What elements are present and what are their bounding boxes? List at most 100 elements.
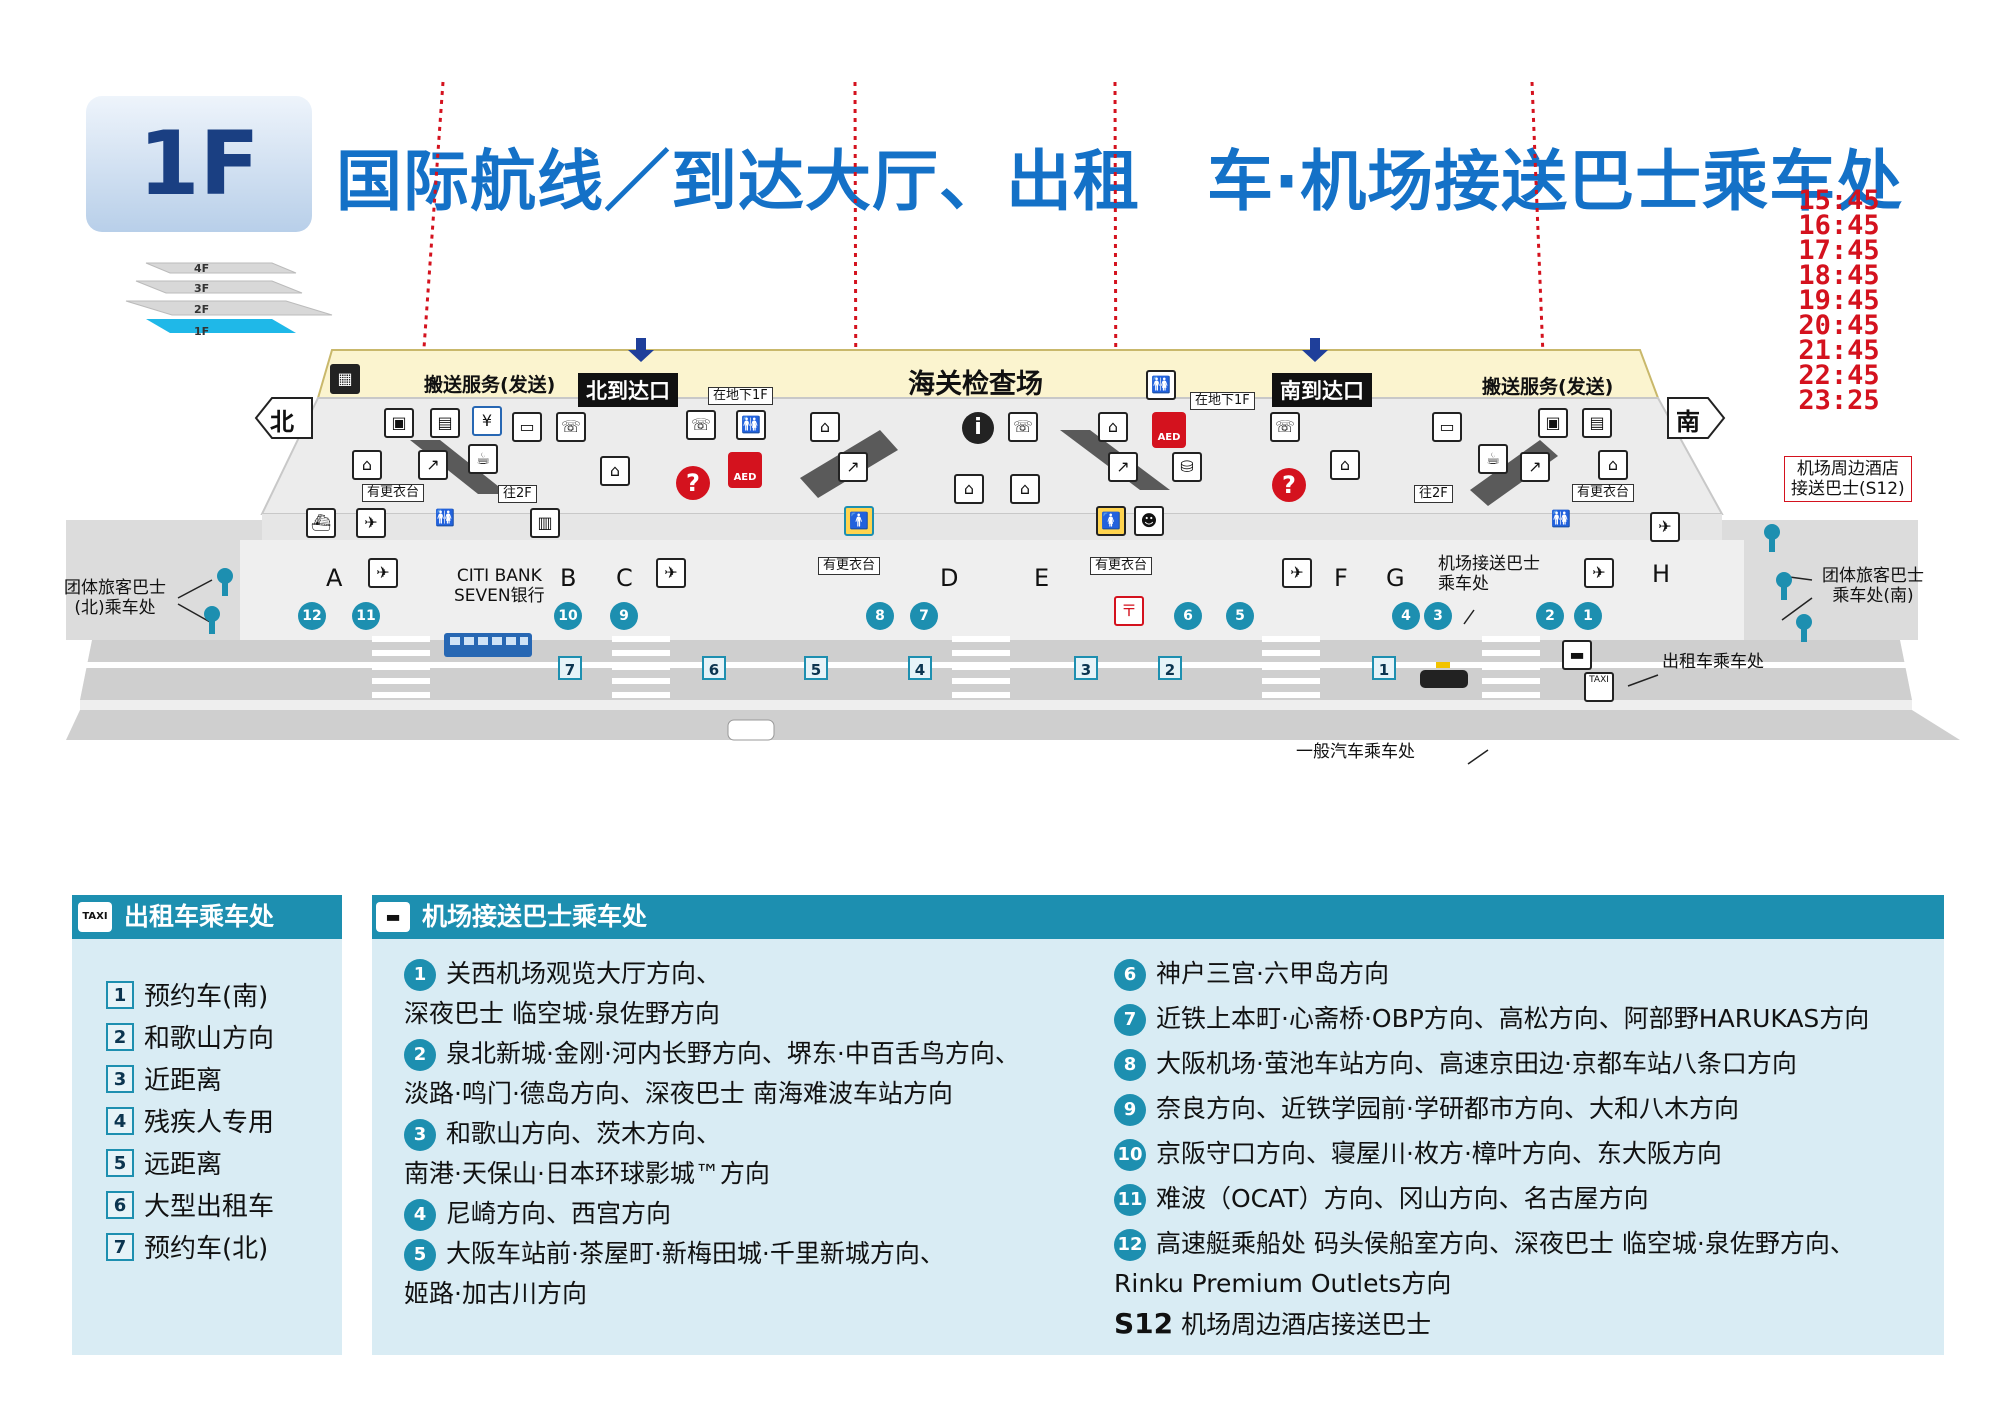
bus-legend-title: 机场接送巴士乘车处 bbox=[422, 902, 648, 931]
bus-legend-num: 9 bbox=[1114, 1094, 1146, 1126]
bus-legend-text: 神户三宫·六甲岛方向 bbox=[1156, 959, 1389, 988]
taxi-spot-6: 6 bbox=[702, 656, 726, 680]
taxi-legend-num: 5 bbox=[106, 1148, 134, 1177]
nursing-icon: ☻ bbox=[1134, 506, 1164, 536]
bus-legend-num: 2 bbox=[404, 1039, 436, 1071]
phone-icon-2: ☏ bbox=[686, 410, 716, 440]
bus-legend-num: 7 bbox=[1114, 1004, 1146, 1036]
taxi-legend-num: 7 bbox=[106, 1232, 134, 1261]
bus-stop-8: 8 bbox=[866, 602, 894, 630]
taxi-legend-item: 1 预约车(南) bbox=[106, 976, 268, 1018]
ship-icon: ⛴ bbox=[306, 508, 336, 538]
taxi-legend-label: 预约车(南) bbox=[144, 982, 269, 1012]
postbox-icon: 〒 bbox=[1114, 596, 1144, 626]
bus-stop-6: 6 bbox=[1174, 602, 1202, 630]
aed-icon: AED bbox=[728, 452, 762, 488]
departure-icon-2: ✈ bbox=[368, 558, 398, 588]
taxi-legend-num: 1 bbox=[106, 980, 134, 1009]
door-c: C bbox=[616, 564, 633, 592]
b1f-tag-south: 在地下1F bbox=[1190, 392, 1255, 410]
restroom-icon-4: 🚺 bbox=[1096, 506, 1126, 536]
bus-icon: ▬ bbox=[1562, 640, 1592, 670]
escalator-icon-4: ↗ bbox=[1520, 452, 1550, 482]
escalator-icon-3: ↗ bbox=[1108, 452, 1138, 482]
door-g: G bbox=[1386, 564, 1405, 592]
time-7: 21:45 bbox=[1798, 335, 1880, 366]
bus-legend-header bbox=[372, 895, 1944, 939]
door-a: A bbox=[326, 564, 343, 592]
shop-icon-1: ⌂ bbox=[352, 450, 382, 480]
taxi-spot-5: 5 bbox=[804, 656, 828, 680]
time-9: 23:25 bbox=[1798, 385, 1880, 416]
hotel-bus-label: 机场周边酒店 接送巴士(S12) bbox=[1784, 456, 1912, 502]
level-1f: 1F bbox=[194, 325, 210, 338]
bus-legend-num: 10 bbox=[1114, 1139, 1146, 1171]
bus-stop-1: 1 bbox=[1574, 602, 1602, 630]
bus-legend-panel bbox=[372, 895, 1944, 1355]
level-3f: 3F bbox=[194, 282, 210, 295]
shop-icon-5: ⌂ bbox=[1330, 450, 1360, 480]
taxi-icon: TAXI bbox=[1584, 672, 1614, 702]
taxi-spot-1: 1 bbox=[1372, 656, 1396, 680]
time-4: 18:45 bbox=[1798, 260, 1880, 291]
time-2: 16:45 bbox=[1798, 210, 1880, 241]
bus-legend-num: 3 bbox=[404, 1119, 436, 1151]
bus-legend-text: 京阪守口方向、寝屋川·枚方·樟叶方向、东大阪方向 bbox=[1156, 1139, 1722, 1168]
schedule-times: 15:45 16:45 17:45 18:45 19:45 20:45 21:4… bbox=[1784, 187, 1894, 416]
changing-table-3: 有更衣台 bbox=[1090, 557, 1153, 575]
bus-legend-num: 4 bbox=[404, 1199, 436, 1231]
restroom-icon-5: 🚻 bbox=[1146, 370, 1176, 400]
door-e: E bbox=[1034, 564, 1050, 592]
north-label: 北 bbox=[270, 408, 294, 436]
taxi-legend-header bbox=[72, 895, 342, 939]
changing-table-4: 有更衣台 bbox=[1572, 484, 1635, 502]
bus-legend-icon: ▬ bbox=[376, 902, 410, 932]
restroom-icon-6: 🚻 bbox=[1551, 509, 1571, 528]
changing-table-2: 有更衣台 bbox=[818, 557, 881, 575]
bus-stop-11: 11 bbox=[352, 602, 380, 630]
bus-legend-text-cont: 深夜巴士 临空城·泉佐野方向 bbox=[404, 999, 720, 1028]
group-bus-south-label: 团体旅客巴士 乘车处(南) bbox=[1822, 566, 1924, 606]
bus-stop-9: 9 bbox=[610, 602, 638, 630]
restroom-icon-2: 🚻 bbox=[736, 410, 766, 440]
baggage-icon: ▣ bbox=[384, 408, 414, 438]
taxi-spot-7: 7 bbox=[558, 656, 582, 680]
time-3: 17:45 bbox=[1798, 235, 1880, 266]
escalator-icon-2: ↗ bbox=[838, 452, 868, 482]
coin-locker-icon: ▦ bbox=[330, 364, 360, 394]
taxi-legend-label: 预约车(北) bbox=[144, 1234, 269, 1264]
bus-legend-text-cont: 南港·天保山·日本环球影城™方向 bbox=[404, 1159, 770, 1188]
computer-icon-2: ▭ bbox=[1432, 412, 1462, 442]
shop-icon-6: ⌂ bbox=[1598, 450, 1628, 480]
s12-label: 机场周边酒店接送巴士 bbox=[1181, 1310, 1432, 1339]
taxi-spot-4: 4 bbox=[908, 656, 932, 680]
currency-exchange-icon: ¥ bbox=[472, 406, 502, 436]
bus-stop-10: 10 bbox=[554, 602, 582, 630]
to-2f-south: 往2F bbox=[1414, 485, 1453, 503]
computer-icon: ▭ bbox=[512, 412, 542, 442]
taxi-legend-num: 4 bbox=[106, 1106, 134, 1135]
bus-stop-2: 2 bbox=[1536, 602, 1564, 630]
departure-icon-5: ✈ bbox=[1584, 558, 1614, 588]
bus-legend-num: 5 bbox=[404, 1239, 436, 1271]
delivery-icon: ▤ bbox=[430, 408, 460, 438]
floor-label: 1F bbox=[138, 112, 260, 215]
door-b: B bbox=[560, 564, 577, 592]
bus-legend-text: 大阪机场·萤池车站方向、高速京田边·京都车站八条口方向 bbox=[1156, 1049, 1797, 1078]
to-2f-north: 往2F bbox=[498, 485, 537, 503]
bus-legend-text: 高速艇乘船处 码头侯船室方向、深夜巴士 临空城·泉佐野方向、 bbox=[1156, 1229, 1855, 1258]
delivery-icon-2: ▤ bbox=[1582, 408, 1612, 438]
door-f: F bbox=[1334, 564, 1348, 592]
taxi-legend-num: 2 bbox=[106, 1022, 134, 1051]
s12-code: S12 bbox=[1114, 1307, 1174, 1340]
taxi-legend-title: 出租车乘车处 bbox=[124, 902, 275, 931]
info-icon: i bbox=[962, 412, 994, 444]
